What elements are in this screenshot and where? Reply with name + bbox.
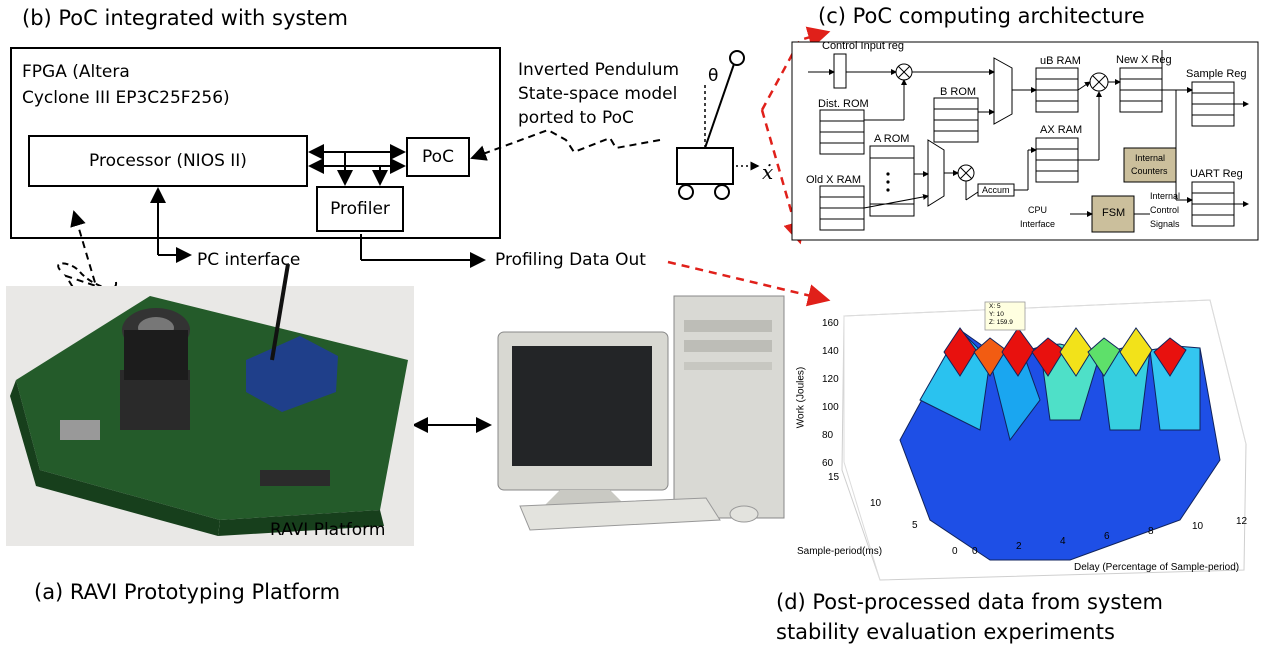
- processor-label: Processor (NIOS II): [89, 151, 247, 171]
- processor-box: Processor (NIOS II): [28, 135, 308, 187]
- arch-internal-counters-1: Internal: [1135, 153, 1166, 163]
- x-tick-label: 12: [1236, 516, 1248, 527]
- poc-label: PoC: [422, 147, 454, 167]
- arch-uart-reg: UART Reg: [1190, 168, 1243, 180]
- pendulum-text-line3: ported to PoC: [518, 108, 634, 128]
- datatip-y: Y: 10: [989, 311, 1004, 318]
- y-tick-label: 5: [912, 520, 918, 531]
- x-tick-label: 10: [1192, 521, 1204, 532]
- profiler-label: Profiler: [330, 199, 390, 219]
- ravi-platform-label: RAVI Platform: [270, 520, 386, 540]
- caption-c: (c) PoC computing architecture: [818, 4, 1145, 28]
- z-tick-label: 160: [822, 318, 839, 329]
- arch-control-input-reg: Control Input reg: [822, 40, 904, 52]
- surface-peak-facet: [1087, 337, 1121, 377]
- x-tick-label: 2: [1016, 541, 1022, 552]
- arch-cpu-interface-1: CPU: [1028, 205, 1048, 215]
- z-tick-label: 100: [822, 402, 839, 413]
- x-tick-label: 4: [1060, 536, 1066, 547]
- arch-accum: Accum: [982, 185, 1010, 195]
- arch-b-rom: B ROM: [940, 86, 977, 98]
- z-tick-label: 120: [822, 374, 839, 385]
- datatip-z: Z: 159.9: [989, 319, 1013, 326]
- arch-fsm: FSM: [1102, 207, 1126, 219]
- profiler-box: Profiler: [316, 186, 404, 232]
- arch-internal-control-1: Internal: [1150, 191, 1181, 201]
- caption-b: (b) PoC integrated with system: [22, 6, 348, 30]
- pendulum-text-line2: State-space model: [518, 84, 678, 104]
- theta-label: θ: [708, 66, 719, 86]
- caption-d-line2: stability evaluation experiments: [776, 620, 1115, 644]
- z-tick-label: 140: [822, 346, 839, 357]
- z-tick-label: 60: [822, 458, 834, 469]
- chart-xlabel: Delay (Percentage of Sample-period): [1074, 562, 1240, 573]
- arch-ub-ram: uB RAM: [1040, 55, 1081, 67]
- x-tick-label: 8: [1148, 526, 1154, 537]
- chart-ylabel: Sample-period(ms): [797, 546, 883, 557]
- arch-cpu-interface-2: Interface: [1020, 219, 1056, 229]
- arch-internal-control-3: Signals: [1150, 219, 1180, 229]
- arch-new-x-reg: New X Reg: [1116, 54, 1172, 66]
- arch-internal-counters-2: Counters: [1131, 166, 1168, 176]
- profiling-data-out-label: Profiling Data Out: [495, 250, 646, 270]
- caption-a: (a) RAVI Prototyping Platform: [34, 580, 341, 604]
- x-tick-label: 6: [1104, 531, 1110, 542]
- fpga-title-line2: Cyclone III EP3C25F256): [22, 88, 230, 108]
- arch-sample-reg: Sample Reg: [1186, 68, 1247, 80]
- arch-internal-control-2: Control: [1150, 205, 1180, 215]
- arch-ax-ram: AX RAM: [1040, 124, 1083, 136]
- y-tick-label: 15: [828, 472, 840, 483]
- pc-interface-label: PC interface: [197, 250, 301, 270]
- fpga-title-line1: FPGA (Altera: [22, 62, 130, 82]
- chart-zlabel: Work (Joules): [795, 366, 807, 429]
- datatip-x: X: 5: [989, 303, 1001, 310]
- surface-peaks: [943, 327, 1187, 377]
- caption-d-line1: (d) Post-processed data from system: [776, 590, 1163, 614]
- poc-box: PoC: [406, 137, 470, 177]
- xdot-label: ẋ: [762, 160, 774, 184]
- pendulum-text-line1: Inverted Pendulum: [518, 60, 680, 80]
- arch-dist-rom: Dist. ROM: [818, 98, 869, 110]
- y-tick-label: 0: [952, 546, 958, 557]
- x-tick-label: 0: [972, 546, 978, 557]
- surface-peak-facet: [1119, 327, 1153, 377]
- arch-old-x-ram: Old X RAM: [806, 174, 862, 186]
- arch-a-rom: A ROM: [874, 133, 910, 145]
- y-tick-label: 10: [870, 498, 882, 509]
- surface-peak-facet: [1153, 337, 1187, 377]
- z-tick-label: 80: [822, 430, 834, 441]
